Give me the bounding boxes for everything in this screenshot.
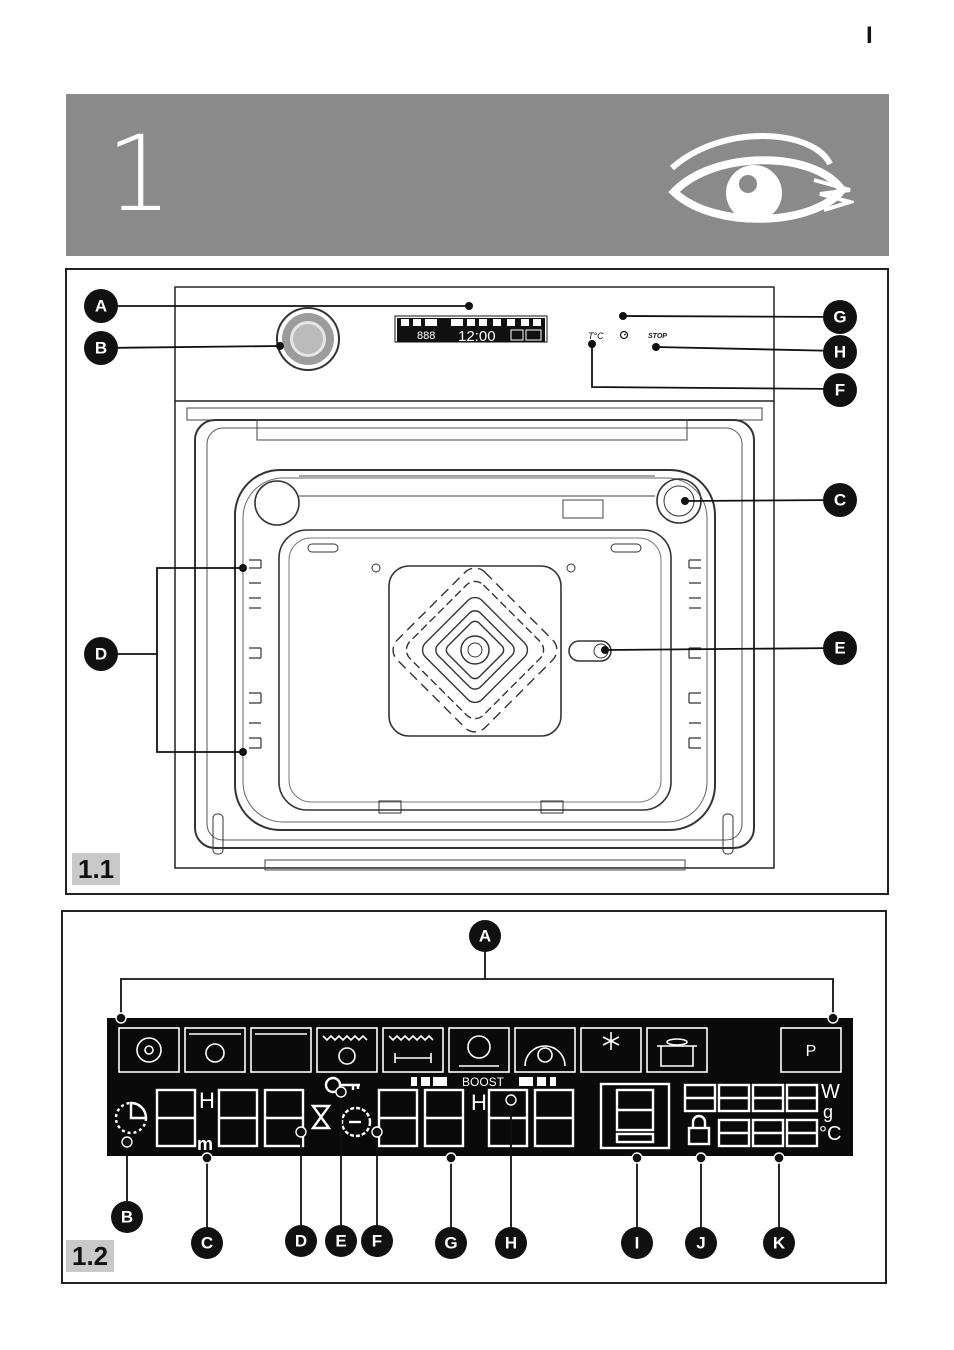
shelf-supports-right	[688, 559, 701, 749]
temperature-label: T°C	[588, 331, 604, 341]
callout-d-1-2: D	[285, 1225, 317, 1257]
mini-display: 888 12:00	[394, 315, 548, 345]
svg-text:J: J	[696, 1234, 705, 1253]
display-diagram: P BOOST	[107, 920, 853, 1259]
eye-icon	[668, 133, 854, 223]
figure-1-2-panel	[61, 910, 887, 1284]
figure-1-1-label: 1.1	[72, 853, 121, 885]
svg-text:C: C	[834, 491, 846, 510]
callout-b-1-1: B	[84, 331, 118, 365]
programme-key: P	[806, 1043, 817, 1060]
pot-icon	[646, 1027, 708, 1073]
mini-display-time: 12:00	[458, 328, 496, 345]
svg-text:D: D	[95, 645, 107, 664]
svg-text:K: K	[773, 1234, 786, 1253]
svg-text:A: A	[95, 297, 107, 316]
empty-oven-icon	[250, 1027, 312, 1073]
oven-cavity	[234, 469, 716, 831]
callout-e-1-2: E	[325, 1225, 357, 1257]
figure-1-1-panel	[65, 268, 889, 895]
stop-label: STOP	[648, 333, 667, 340]
seven-segment-digits	[114, 1076, 819, 1150]
unit-w: W	[821, 1081, 840, 1103]
fan-cover	[388, 565, 562, 737]
unit-g: g	[823, 1102, 833, 1122]
svg-text:I: I	[635, 1234, 640, 1253]
svg-text:F: F	[372, 1232, 382, 1251]
callout-g-1-1: G	[823, 300, 857, 334]
svg-text:E: E	[335, 1232, 346, 1251]
page-marker: I	[866, 22, 873, 49]
programme-key-icon	[780, 1027, 842, 1073]
hour-marker-1: H	[199, 1088, 215, 1113]
callout-j-1-2: J	[685, 1227, 717, 1259]
knob-icon	[276, 307, 340, 371]
fan-bottom-icon	[448, 1027, 510, 1073]
lamp-left-icon	[254, 480, 300, 526]
svg-text:G: G	[833, 308, 846, 327]
svg-text:B: B	[95, 339, 107, 358]
callout-i-1-2: I	[621, 1227, 653, 1259]
callout-g-1-2: G	[435, 1227, 467, 1259]
svg-text:G: G	[444, 1234, 457, 1253]
figure-1-2-label: 1.2	[66, 1240, 115, 1272]
grill-icon	[382, 1027, 444, 1073]
chapter-number: 1	[106, 113, 173, 235]
fan-grill-icon	[316, 1027, 378, 1073]
callout-f-1-2: F	[361, 1225, 393, 1257]
oven-drawing: 888 12:00 T°C STOP	[84, 286, 857, 871]
svg-text:B: B	[121, 1208, 133, 1227]
callout-c-1-2: C	[191, 1227, 223, 1259]
svg-text:A: A	[479, 927, 491, 946]
clock-icon	[619, 330, 629, 340]
svg-text:D: D	[295, 1232, 307, 1251]
defrost-icon	[580, 1027, 642, 1073]
shelf-supports-left	[249, 559, 262, 749]
callout-d-1-1: D	[84, 637, 118, 671]
callout-b-1-2: B	[111, 1201, 143, 1233]
svg-text:H: H	[834, 343, 846, 362]
hour-marker-2: H	[471, 1090, 487, 1115]
callout-c-1-1: C	[823, 483, 857, 517]
svg-text:E: E	[834, 639, 845, 658]
callout-a-1-2: A	[469, 920, 501, 952]
unit-c: °C	[819, 1123, 841, 1145]
svg-text:C: C	[201, 1234, 213, 1253]
svg-text:H: H	[505, 1234, 517, 1253]
svg-text:F: F	[835, 381, 845, 400]
callout-f-1-1: F	[823, 373, 857, 407]
callout-k-1-2: K	[763, 1227, 795, 1259]
boost-label: BOOST	[462, 1075, 505, 1089]
mini-display-digits: 888	[417, 330, 435, 342]
callout-h-1-1: H	[823, 335, 857, 369]
callout-a-1-1: A	[84, 289, 118, 323]
fan-icon	[392, 567, 558, 733]
callout-h-1-2: H	[495, 1227, 527, 1259]
minute-marker: m	[197, 1134, 213, 1154]
probe-socket-icon	[568, 640, 612, 662]
fan-small-icon	[184, 1027, 246, 1073]
fan-dome-icon	[514, 1027, 576, 1073]
callout-e-1-1: E	[823, 631, 857, 665]
fan-bake-icon	[118, 1027, 180, 1073]
